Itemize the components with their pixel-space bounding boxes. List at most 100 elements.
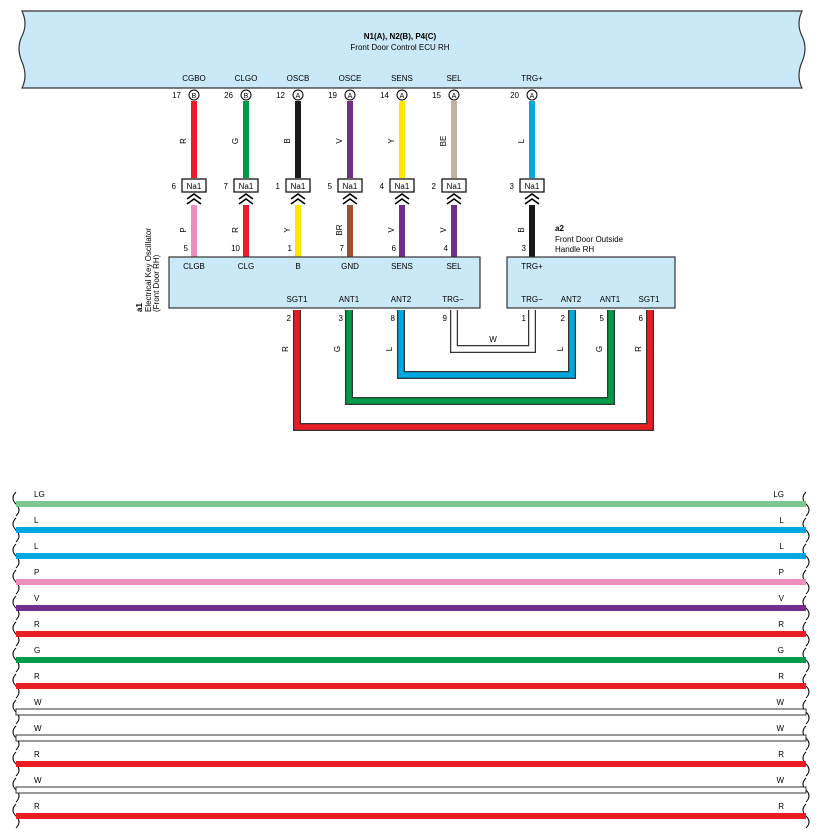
legend-label-right: R [778, 802, 784, 811]
junction-label: Na1 [525, 182, 540, 191]
oscillator-bottom-pin-number: 9 [443, 314, 448, 323]
oscillator-name: Electrical Key Oscillator [144, 228, 153, 312]
connector-chevron [342, 193, 358, 205]
connector-circle [344, 89, 356, 101]
sgt1-loop-wire [294, 310, 653, 430]
junction-pin-number: 3 [510, 182, 515, 191]
wire-color-label: W [489, 335, 497, 344]
legend-label-left: L [34, 542, 39, 551]
junction-pin-number: 5 [328, 182, 333, 191]
wire-color-label: Y [283, 227, 292, 233]
junction-pin-number: 2 [432, 182, 437, 191]
handle-bottom-pin-name: ANT1 [600, 295, 621, 304]
oscillator-box [168, 256, 481, 309]
ant2-loop-wire-outline [397, 310, 576, 379]
legend-label-left: R [34, 750, 40, 759]
connector-circle [292, 89, 304, 101]
connector-chevron [394, 193, 410, 205]
wire-color-label: R [179, 138, 188, 144]
legend-bar [16, 683, 806, 689]
ecu-pin-name: SEL [446, 74, 462, 83]
oscillator-bottom-pin-number: 3 [339, 314, 344, 323]
connector-letter: A [452, 93, 457, 100]
connector-circle [396, 89, 408, 101]
junction-box [389, 178, 415, 193]
connector-letter: A [400, 93, 405, 100]
ecu-box [18, 10, 806, 89]
wire-color-label: G [231, 138, 240, 144]
legend-label-right: LG [773, 490, 784, 499]
oscillator-pin-name: SEL [446, 262, 462, 271]
wire-color-label: BE [439, 136, 448, 147]
oscillator-pin-name: GND [341, 262, 359, 271]
legend-label-right: R [778, 750, 784, 759]
junction-label: Na1 [447, 182, 462, 191]
ecu-pin-number: 26 [224, 91, 233, 100]
legend-bar [15, 786, 807, 794]
handle-name: Handle RH [555, 245, 594, 254]
wire-color-label: R [281, 346, 290, 352]
wire-color-label: L [556, 346, 565, 351]
legend-bar [16, 813, 806, 819]
wire-color-label: BR [335, 224, 344, 235]
ecu-pin-name: CGBO [182, 74, 206, 83]
oscillator-bottom-pin-name: ANT1 [339, 295, 360, 304]
legend-bar [16, 761, 806, 767]
legend-bar [15, 708, 807, 716]
oscillator-pin-number: 1 [288, 244, 293, 253]
legend-label-left: V [34, 594, 40, 603]
oscillator-pin-name: CLGB [183, 262, 205, 271]
ecu-pin-name: TRG+ [521, 74, 543, 83]
junction-label: Na1 [343, 182, 358, 191]
legend-label-left: L [34, 516, 39, 525]
oscillator-pin-number: 6 [392, 244, 397, 253]
legend-label-left: W [34, 698, 42, 707]
junction-pin-number: 6 [172, 182, 177, 191]
legend-label-right: W [776, 776, 784, 785]
legend-label-right: P [779, 568, 784, 577]
oscillator-code: a1 [135, 303, 144, 312]
legend-label-left: LG [34, 490, 45, 499]
junction-label: Na1 [187, 182, 202, 191]
handle-code: a2 [555, 224, 564, 233]
oscillator-bottom-pin-name: SGT1 [287, 295, 308, 304]
ecu-pin-name: OSCB [287, 74, 310, 83]
wire-color-label: R [231, 227, 240, 233]
wire-color-label: V [387, 227, 396, 233]
junction-box [181, 178, 207, 193]
legend-bar [16, 605, 806, 611]
wire-color-label: B [283, 138, 292, 143]
junction-box [285, 178, 311, 193]
ecu-title: N1(A), N2(B), P4(C) [364, 32, 437, 41]
handle-bottom-pin-number: 1 [522, 314, 527, 323]
wire-color-label: G [333, 346, 342, 352]
junction-pin-number: 7 [224, 182, 229, 191]
handle-bottom-pin-number: 5 [600, 314, 605, 323]
legend-label-right: R [778, 620, 784, 629]
oscillator-pin-number: 4 [444, 244, 449, 253]
wire-color-label: P [179, 227, 188, 232]
connector-letter: A [296, 93, 301, 100]
handle-bottom-pin-number: 2 [561, 314, 566, 323]
wire-color-label: V [335, 138, 344, 144]
legend-label-right: G [778, 646, 784, 655]
junction-label: Na1 [239, 182, 254, 191]
oscillator-bottom-pin-number: 8 [391, 314, 396, 323]
ecu-pin-number: 15 [432, 91, 441, 100]
legend-bar [15, 734, 807, 742]
ecu-subtitle: Front Door Control ECU RH [350, 43, 449, 52]
connector-letter: B [192, 93, 197, 100]
connector-circle [448, 89, 460, 101]
connector-circle [526, 89, 538, 101]
handle-name: Front Door Outside [555, 235, 624, 244]
oscillator-bottom-pin-name: TRG− [442, 295, 464, 304]
legend-label-left: W [34, 724, 42, 733]
handle-pin-name: TRG+ [521, 262, 543, 271]
wire-color-label: Y [387, 138, 396, 144]
wire-color-label: L [385, 346, 394, 351]
oscillator-pin-number: 5 [184, 244, 189, 253]
legend-label-left: R [34, 620, 40, 629]
ecu-pin-number: 19 [328, 91, 337, 100]
legend-label-left: W [34, 776, 42, 785]
